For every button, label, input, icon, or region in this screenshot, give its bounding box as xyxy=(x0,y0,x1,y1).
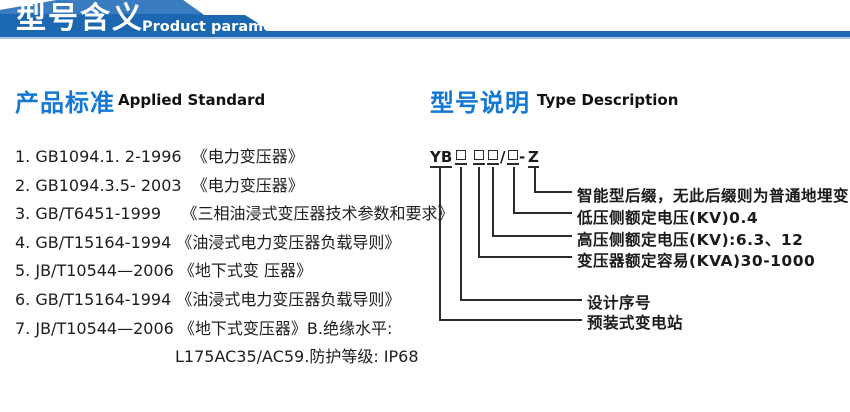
type-description-heading-en: Type Description xyxy=(537,91,679,109)
type-description-heading-cn: 型号说明 xyxy=(430,89,530,117)
model-code-box-capacity-2 xyxy=(487,148,499,165)
page-title: 型号含义 xyxy=(16,1,144,36)
model-code-slash: / xyxy=(500,148,506,166)
list-item: 1. GB1094.1. 2-1996 《电力变压器》 xyxy=(15,147,304,166)
model-code-suffix-text: Z xyxy=(528,148,539,168)
connector-line-capacity xyxy=(478,167,480,258)
model-code-box-lv xyxy=(507,148,519,165)
connector-line-suffix xyxy=(534,191,572,193)
connector-line-design xyxy=(460,167,462,301)
model-box-icon xyxy=(456,150,466,160)
model-box-icon xyxy=(474,150,484,160)
model-code-prefix: YB xyxy=(430,147,453,168)
applied-standard-heading-cn: 产品标准 xyxy=(15,89,115,117)
model-code-box-design xyxy=(455,148,467,165)
model-code-prefix-text: YB xyxy=(430,148,453,168)
page-subtitle: Product parameters xyxy=(142,19,306,35)
list-item: 6. GB/T15164-1994 《油浸式电力变压器负载导则》 xyxy=(15,289,401,309)
connector-line-lv xyxy=(513,167,515,214)
connector-line-hv xyxy=(492,235,572,237)
connector-line-capacity xyxy=(478,256,572,258)
applied-standard-heading-en: Applied Standard xyxy=(118,91,266,109)
header-banner: 型号含义 Product parameters xyxy=(0,0,850,42)
connector-line-prefix xyxy=(439,319,582,321)
label-smart-suffix: 智能型后缀，无此后缀则为普通地埋变 xyxy=(577,187,850,205)
connector-line-hv xyxy=(492,167,494,237)
list-item: 5. JB/T10544—2006 《地下式变 压器》 xyxy=(15,261,313,281)
connector-line-design xyxy=(460,299,582,301)
model-code-dash: - xyxy=(519,148,526,166)
list-item: 7. JB/T10544—2006 《地下式变压器》B.绝缘水平: xyxy=(15,318,393,338)
standards-list: 1. GB1094.1. 2-1996 《电力变压器》 2. GB1094.3.… xyxy=(15,143,454,372)
model-code-suffix: Z xyxy=(528,147,539,168)
banner-shape xyxy=(0,0,850,39)
label-prefab-substation: 预装式变电站 xyxy=(587,314,684,332)
list-item: 2. GB1094.3.5- 2003 《电力变压器》 xyxy=(15,175,304,195)
list-item: 4. GB/T15164-1994 《油浸式电力变压器负载导则》 xyxy=(15,232,401,252)
connector-line-lv xyxy=(513,212,572,214)
connector-line-prefix xyxy=(439,167,441,321)
list-item: 3. GB/T6451-1999 《三相油浸式变压器技术参数和要求》 xyxy=(15,204,454,224)
connector-line-suffix xyxy=(534,167,536,193)
list-item-continuation: L175AC35/AC59.防护等级: IP68 xyxy=(175,347,419,367)
label-design-number: 设计序号 xyxy=(587,294,652,312)
model-code-box-capacity-1 xyxy=(473,148,485,165)
label-hv-voltage: 高压侧额定电压(KV):6.3、12 xyxy=(577,231,804,249)
label-lv-voltage: 低压侧额定电压(KV)0.4 xyxy=(577,209,759,227)
model-box-icon xyxy=(508,150,518,160)
model-box-icon xyxy=(488,150,498,160)
label-rated-capacity: 变压器额定容易(KVA)30-1000 xyxy=(577,252,816,270)
